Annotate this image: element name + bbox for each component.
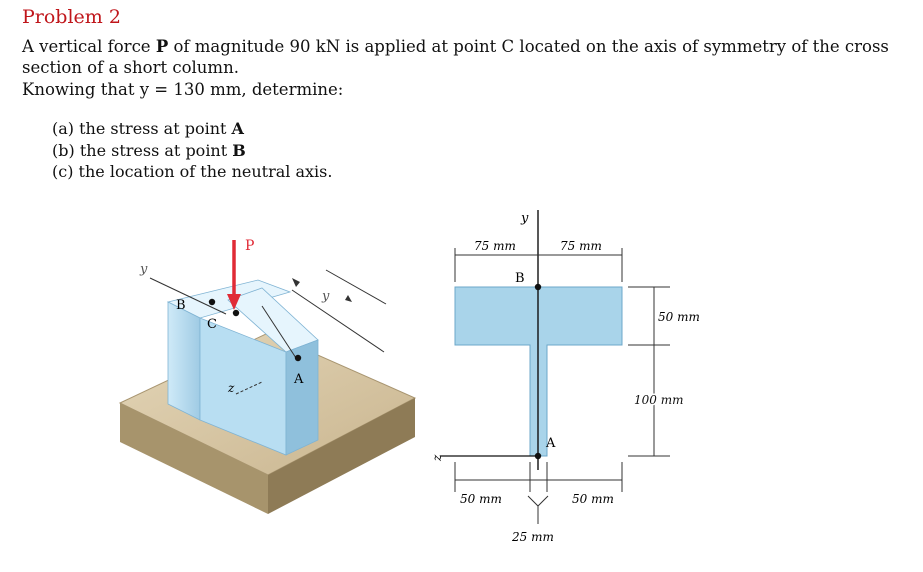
dim-web-width-leader (527, 495, 549, 524)
dim-right-bottom: 50 mm (572, 492, 614, 506)
question-text: the location of the neutral axis. (78, 162, 333, 181)
y-dimension-line (291, 289, 385, 353)
y-dimension-line-2 (325, 269, 387, 305)
column-flange-top (166, 279, 292, 319)
label-y-variable: y (321, 289, 330, 304)
problem-statement: A vertical force P of magnitude 90 kN is… (22, 36, 912, 78)
base-left-face (120, 403, 268, 514)
t-section-shape (454, 286, 623, 457)
question-label: (c) (52, 162, 74, 181)
question-text: the stress at point (79, 119, 232, 138)
question-list: (a) the stress at point A (b) the stress… (52, 118, 332, 183)
question-item-b: (b) the stress at point B (52, 140, 332, 162)
y-axis-line (149, 277, 227, 315)
dim-web-height: 100 mm (634, 393, 683, 407)
base-top-face (118, 332, 417, 476)
dim-web-width: 25 mm (511, 530, 554, 544)
z-axis-line (235, 381, 263, 395)
force-symbol: P (155, 37, 169, 56)
section-label-b: B (515, 271, 525, 286)
section-point-a (534, 452, 542, 460)
column-web-top (227, 287, 319, 353)
label-b: B (176, 298, 186, 313)
problem-title: Problem 2 (22, 6, 121, 28)
column-web-side (285, 339, 319, 456)
dim-flange-thickness: 50 mm (658, 310, 700, 324)
point-b-dot (208, 298, 216, 306)
statement-text-2: of magnitude 90 kN is applied at point C… (22, 37, 889, 77)
dim-left-bottom: 50 mm (460, 492, 502, 506)
section-label-a: A (545, 436, 556, 451)
question-item-a: (a) the stress at point A (52, 118, 332, 140)
question-text: the stress at point (79, 140, 233, 160)
question-label: (b) (52, 140, 75, 160)
statement-text-1: A vertical force (22, 37, 156, 56)
force-arrow-head (227, 294, 241, 310)
label-z: z (227, 381, 235, 395)
point-c-dot (232, 309, 240, 317)
section-point-b (534, 283, 542, 291)
y-dim-arrowhead-2 (345, 295, 352, 302)
label-y: y (139, 262, 148, 277)
label-a: A (293, 372, 304, 387)
section-label-z: z (430, 454, 444, 462)
question-point: A (231, 119, 244, 138)
base-right-face (268, 398, 415, 514)
dim-right-flange: 75 mm (560, 239, 602, 253)
point-a-dot (294, 354, 302, 362)
y-dim-arrowhead (292, 278, 300, 287)
label-p: P (245, 238, 254, 254)
dim-left-flange: 75 mm (474, 239, 516, 253)
column-flange-front (167, 301, 201, 421)
question-label: (a) (52, 119, 75, 138)
y-axis-line-right (261, 305, 297, 359)
question-point: B (232, 140, 246, 160)
column-web-front (199, 317, 287, 456)
given-condition: Knowing that y = 130 mm, determine: (22, 80, 344, 99)
question-item-c: (c) the location of the neutral axis. (52, 161, 332, 183)
label-c: C (207, 317, 217, 332)
section-label-y: y (520, 211, 529, 226)
